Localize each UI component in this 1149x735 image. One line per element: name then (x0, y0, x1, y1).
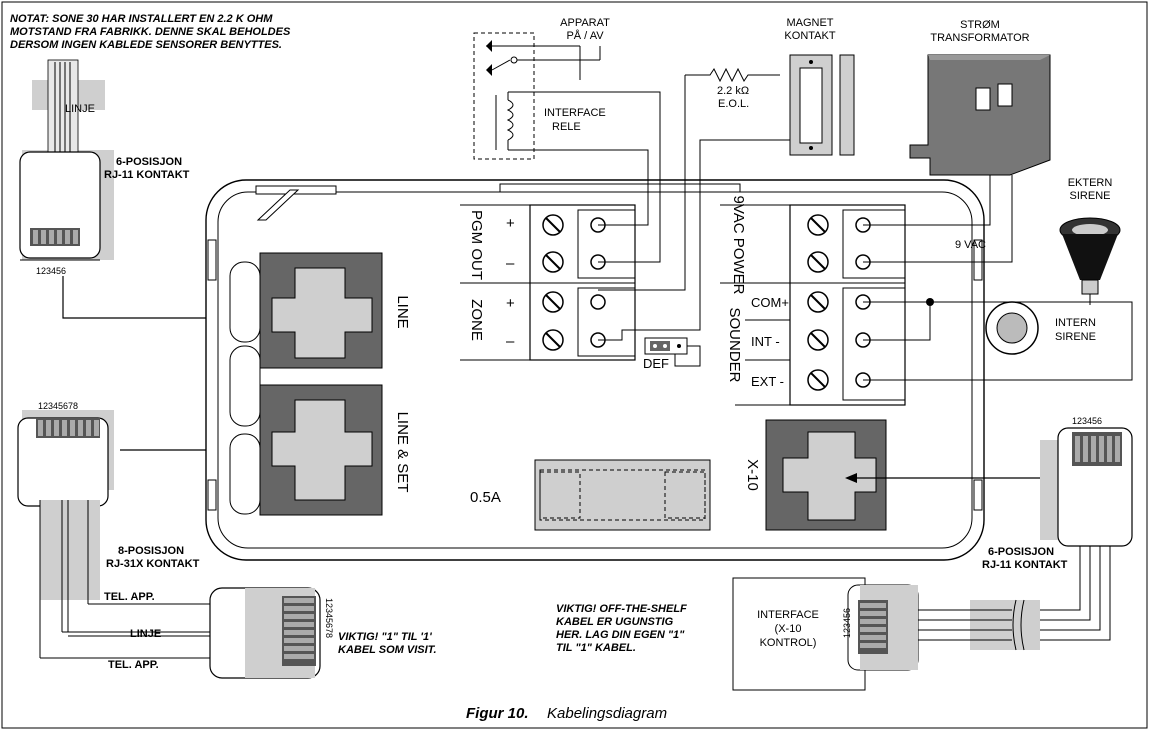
warning-offshelf-line-2: KABEL ER UGUNSTIG (556, 616, 674, 628)
ext-label: EXT - (751, 374, 784, 389)
caption-figure-number: Figur 10. (466, 705, 529, 722)
warning-offshelf-line-1: VIKTIG! OFF-THE-SHELF (556, 603, 687, 615)
external-siren-label-2: SIRENE (1070, 190, 1111, 202)
internal-siren-label-2: SIRENE (1055, 331, 1096, 343)
line-set-jack-label: LINE & SET (394, 412, 411, 493)
rj11-top-label-2: RJ-11 KONTAKT (104, 169, 190, 181)
eol-resistor: 2.2 kΩ E.O.L. (598, 67, 790, 341)
interface-relay: INTERFACE RELE (473, 32, 661, 263)
fuse: 0.5A (470, 459, 711, 531)
transformer-label-2: TRANSFORMATOR (930, 32, 1029, 44)
rj31x-pins: 12345678 (38, 401, 78, 411)
note-line-2: MOTSTAND FRA FABRIKK. DENNE SKAL BEHOLDE… (10, 26, 291, 38)
device-switch-label-1: APPARAT (560, 17, 610, 29)
plug-pins: 12345678 (324, 598, 334, 638)
magnet-contact: MAGNET KONTAKT (784, 17, 855, 156)
interface-pins: 123456 (842, 608, 852, 638)
power-label: 9VAC POWER (730, 196, 747, 295)
eol-label: E.O.L. (718, 98, 749, 110)
zone-plus: + (506, 295, 515, 312)
rj11-top-pins: 123456 (36, 266, 66, 276)
device-switch-label-2: PÅ / AV (566, 29, 604, 42)
line-set-jack: LINE & SET (259, 384, 411, 516)
pgm-plus: + (506, 215, 515, 232)
internal-siren-label-1: INTERN (1055, 317, 1096, 329)
int-label: INT - (751, 334, 780, 349)
relay-label-2: RELE (552, 121, 581, 133)
relay-label-1: INTERFACE (544, 107, 606, 119)
tel-app-label-bottom: TEL. APP. (108, 659, 159, 671)
line-jack: LINE (259, 252, 411, 369)
zone-label: ZONE (468, 299, 485, 341)
rj31x-connector: 12345678 8-POSISJON RJ-31X KONTAKT (17, 401, 310, 658)
x10-jack: X-10 (744, 419, 1045, 531)
rj31x-label-1: 8-POSISJON (118, 545, 184, 557)
device-switch: APPARAT PÅ / AV (550, 17, 610, 80)
interface-x10-box: 123456 INTERFACE (X-10 KONTROL) VIKTIG! … (556, 577, 919, 691)
line-jack-label: LINE (394, 295, 411, 328)
com-label: COM+ (751, 295, 789, 310)
warning-offshelf-line-4: TIL "1" KABEL. (556, 642, 636, 654)
tel-app-label-top: TEL. APP. (104, 591, 155, 603)
def-label: DEF (643, 356, 669, 371)
def-jumper: DEF (643, 337, 701, 371)
warning-cable-line-1: VIKTIG! "1" TIL '1' (338, 631, 432, 643)
internal-siren: INTERN SIRENE (863, 298, 1096, 355)
transformer-label-1: STRØM (960, 19, 1000, 31)
install-note: NOTAT: SONE 30 HAR INSTALLERT EN 2.2 K O… (10, 13, 291, 51)
note-line-3: DERSOM INGEN KABLEDE SENSORER BENYTTES. (10, 39, 282, 51)
caption-figure: Figur 10. (466, 705, 529, 722)
x10-jack-label: X-10 (744, 459, 761, 491)
power-transformer: STRØM TRANSFORMATOR 9 VAC (863, 19, 1051, 263)
rj11-top-label-1: 6-POSISJON (116, 156, 182, 168)
line-wire-label: LINJE (65, 103, 95, 115)
warning-offshelf-line-3: HER. LAG DIN EGEN "1" (556, 629, 685, 641)
interface-label-2: (X-10 (775, 623, 802, 635)
sounder-label: SOUNDER (726, 307, 743, 382)
rj11-right-pins: 123456 (1072, 416, 1102, 426)
warning-cable-line-2: KABEL SOM VISIT. (338, 644, 437, 656)
rj31x-label-2: RJ-31X KONTAKT (106, 558, 200, 570)
caption-title: Kabelingsdiagram (547, 705, 667, 722)
pgm-out-label: PGM OUT (468, 210, 485, 280)
linje-label-bottom: LINJE (130, 628, 161, 640)
external-siren-label-1: EKTERN (1068, 177, 1113, 189)
rj11-connector-top: LINJE 123456 6-POSISJON RJ-11 KONTAKT (19, 59, 310, 323)
bottom-phone-cable: TEL. APP. LINJE TEL. APP. 12345678 VIKTI… (40, 587, 437, 679)
interface-label-1: INTERFACE (757, 609, 819, 621)
note-line-1: NOTAT: SONE 30 HAR INSTALLERT EN 2.2 K O… (10, 13, 273, 25)
magnet-label-1: MAGNET (786, 17, 833, 29)
vac-label: 9 VAC (955, 239, 986, 251)
interface-label-3: KONTROL) (760, 637, 817, 649)
figure-caption: Figur 10. Kabelingsdiagram (466, 705, 667, 722)
fuse-label: 0.5A (470, 489, 501, 506)
rj11-connector-right: 123456 6-POSISJON RJ-11 KONTAKT (900, 416, 1133, 651)
zone-minus: – (506, 333, 515, 350)
rj11-right-label-1: 6-POSISJON (988, 546, 1054, 558)
magnet-label-2: KONTAKT (784, 30, 835, 42)
external-siren: EKTERN SIRENE (863, 177, 1133, 381)
pgm-minus: – (506, 255, 515, 272)
rj11-right-label-2: RJ-11 KONTAKT (982, 559, 1068, 571)
eol-value: 2.2 kΩ (717, 85, 749, 97)
